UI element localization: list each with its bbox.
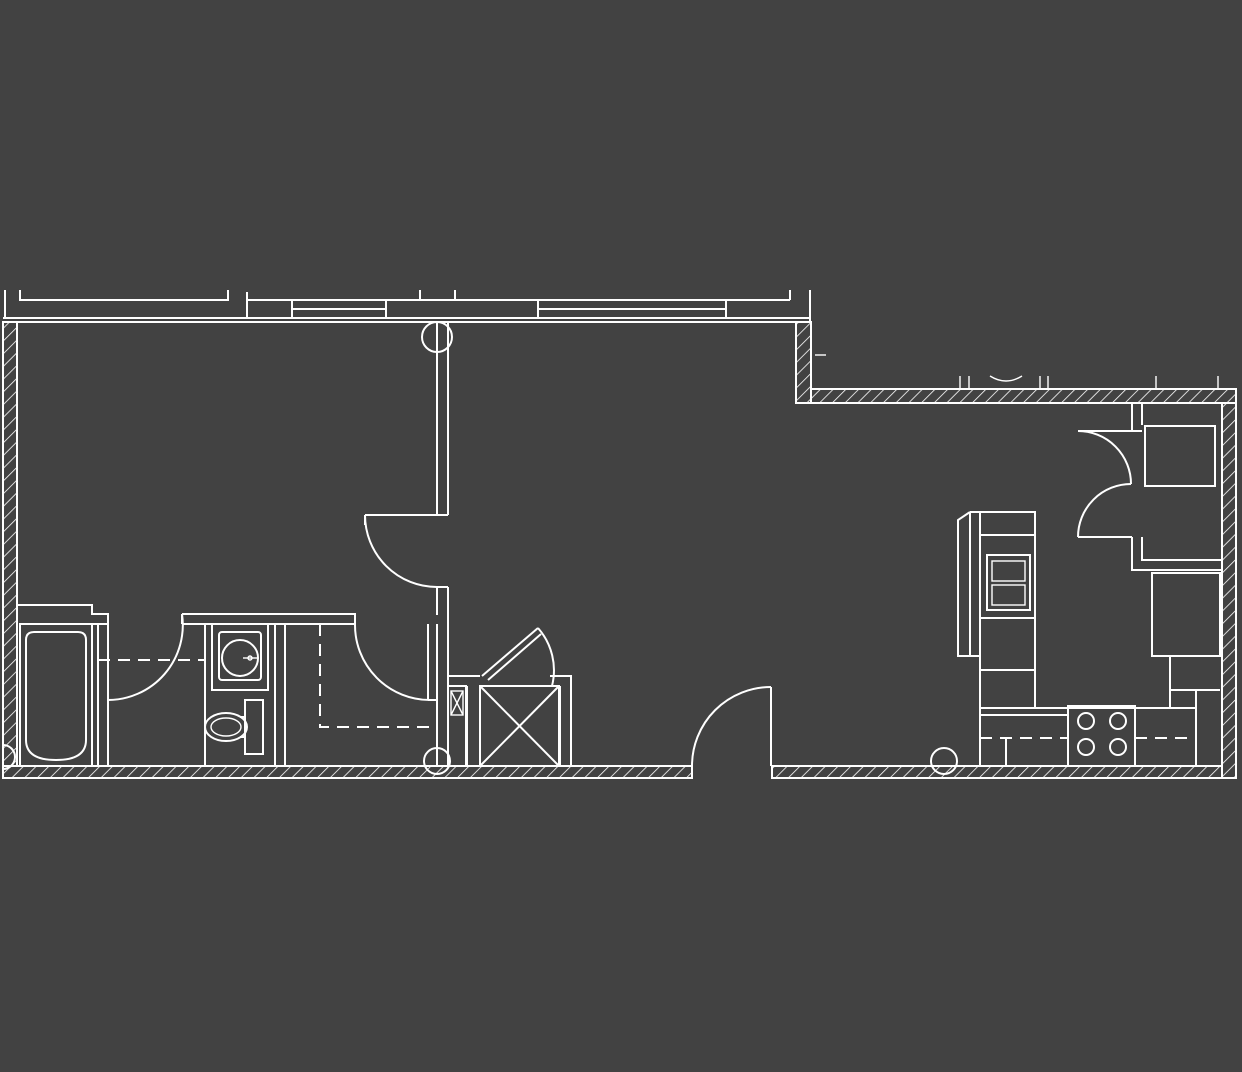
pantry-shelf [1144, 425, 1216, 487]
refrigerator [1151, 572, 1221, 657]
exterior-walls [2, 321, 1237, 779]
water-heater [447, 685, 467, 767]
column-bottom-right [930, 747, 958, 775]
range [1067, 705, 1136, 767]
closet-door-swing [353, 623, 431, 701]
bottom-wall-left [2, 765, 693, 779]
columns [2, 321, 958, 775]
pantry-door-lower [1077, 483, 1132, 538]
kitchen-top-wall [795, 388, 1237, 404]
sink [218, 631, 262, 681]
step-wall [795, 321, 812, 404]
kitchen-sink [986, 554, 1031, 611]
toilet [204, 699, 264, 755]
bath-door-swing [107, 613, 184, 701]
washer-dryer-stack [479, 685, 560, 767]
utility-fixtures [447, 685, 560, 767]
pantry-door-upper [1077, 430, 1132, 485]
top-window-wall [3, 290, 811, 323]
bathtub [19, 623, 93, 767]
closet-shelf [319, 624, 437, 728]
right-wall [1221, 392, 1237, 779]
bottom-wall-right [771, 765, 1228, 779]
column-top [421, 321, 453, 353]
kitchen-wall-marks [815, 354, 1219, 389]
left-wall [2, 321, 18, 778]
doors [107, 430, 1132, 767]
bedroom-door-swing [364, 514, 438, 588]
entry-door-swing [691, 686, 772, 767]
column-bottom-left [423, 747, 451, 775]
bathroom-fixtures [19, 623, 437, 767]
sink-counter [211, 623, 269, 691]
kitchen-fixtures [957, 425, 1221, 767]
